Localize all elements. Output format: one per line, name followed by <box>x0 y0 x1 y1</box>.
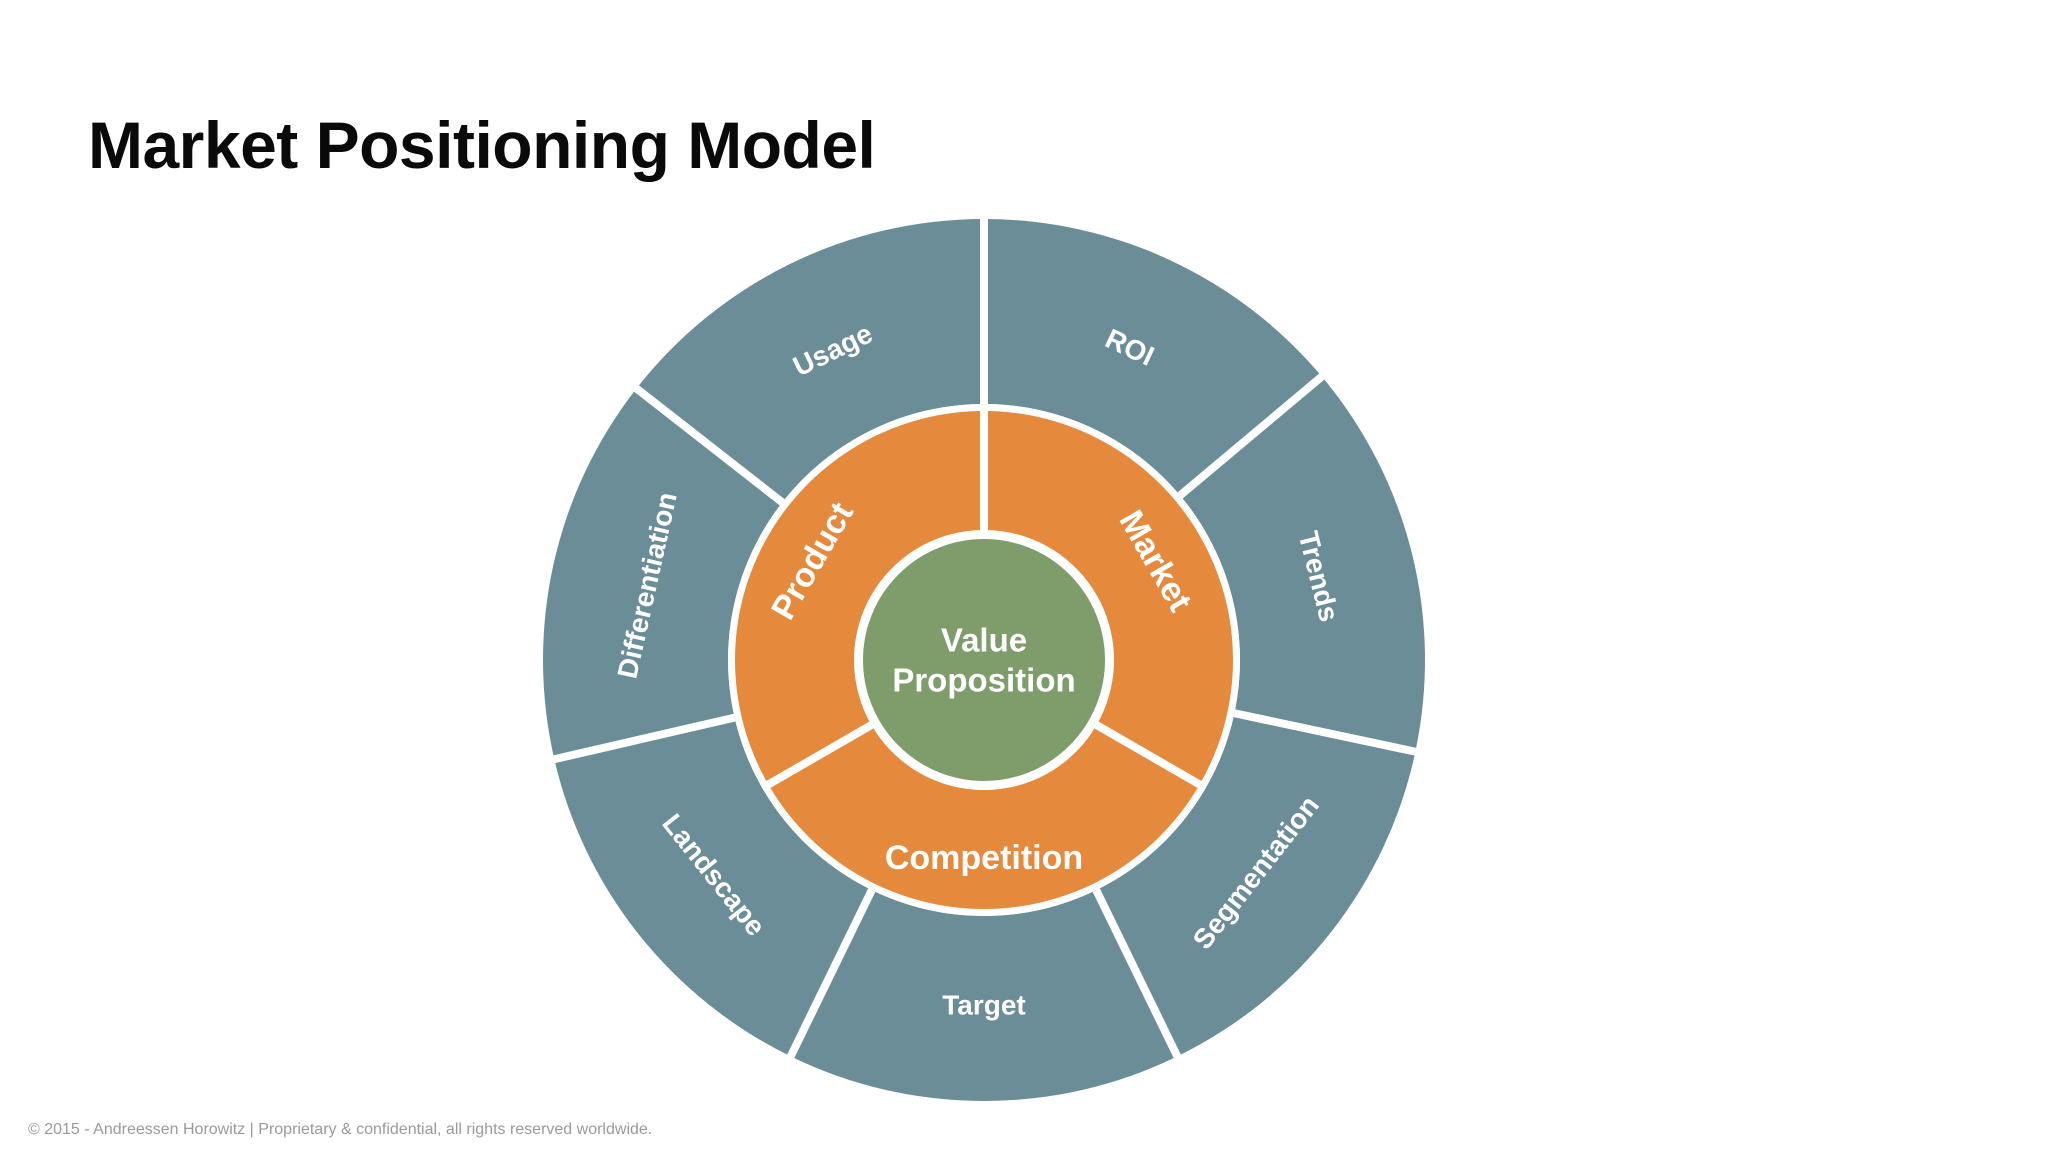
outer-segment-shape <box>554 717 872 1057</box>
outer-separator <box>630 382 785 506</box>
outer-segment-shape <box>636 219 984 503</box>
middle-segment-shape <box>984 411 1233 785</box>
page-title: Market Positioning Model <box>88 108 876 182</box>
center-label-line-2: Proposition <box>892 662 1075 699</box>
outer-segment-usage: Usage <box>636 219 984 503</box>
middle-segment-market: Market <box>984 411 1233 785</box>
middle-segment-product: Product <box>735 411 984 785</box>
outer-segment-trends: Trends <box>1180 376 1425 752</box>
middle-segment-competition: Competition <box>768 725 1200 909</box>
outer-segment-shape <box>1096 713 1416 1057</box>
outer-segment-shape <box>984 219 1322 496</box>
middle-segment-shape <box>735 411 984 785</box>
outer-separator <box>1092 888 1183 1062</box>
outer-segment-shape <box>543 388 783 760</box>
center-label-line-1: Value <box>941 622 1027 659</box>
outer-segment-shape <box>1180 376 1425 752</box>
outer-segment-landscape: Landscape <box>554 717 872 1057</box>
center-circle-group: Value Proposition <box>855 531 1113 789</box>
outer-segment-shape <box>790 890 1178 1101</box>
middle-separator <box>760 719 877 792</box>
center-circle <box>855 531 1113 789</box>
outer-segment-segmentation: Segmentation <box>1096 713 1416 1057</box>
outer-separator <box>1177 370 1328 499</box>
outer-segment-roi: ROI <box>984 219 1322 496</box>
outer-segment-target: Target <box>790 890 1178 1101</box>
middle-segment-shape <box>768 725 1200 909</box>
outer-segment-label: Target <box>942 990 1026 1021</box>
outer-segment-differentiation: Differentiation <box>543 388 783 760</box>
outer-separator <box>549 713 736 765</box>
outer-separator <box>785 888 876 1062</box>
middle-segment-label: Competition <box>885 839 1083 877</box>
middle-separator <box>1091 719 1208 792</box>
outer-separator <box>1233 709 1421 757</box>
copyright-footer: © 2015 - Andreessen Horowitz | Proprieta… <box>28 1121 653 1138</box>
